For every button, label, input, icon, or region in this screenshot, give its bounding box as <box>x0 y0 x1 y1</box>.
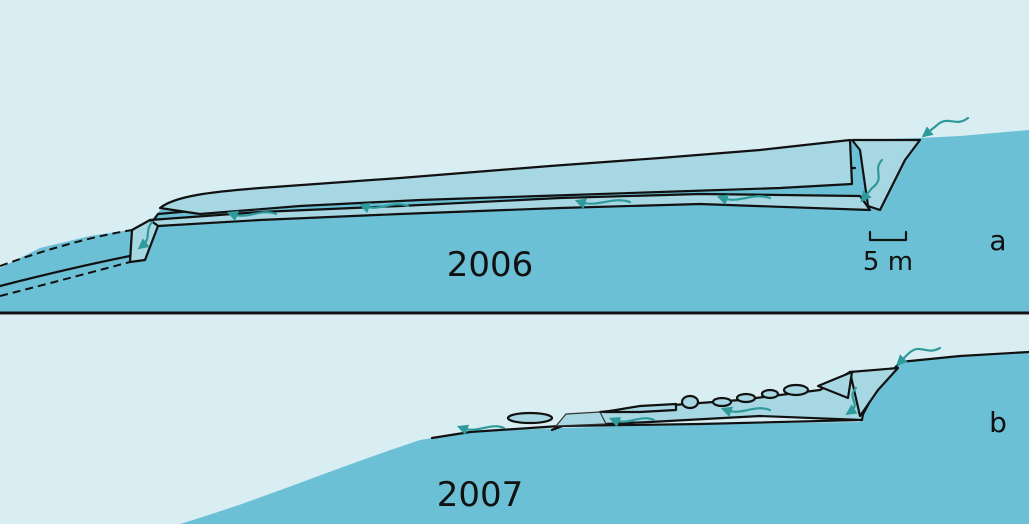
roof-block <box>816 370 854 400</box>
panel-b-year: 2007 <box>437 475 524 515</box>
panel-a-dashed-surface-mid <box>0 254 132 288</box>
scale-bar <box>868 230 908 242</box>
roof-block <box>711 396 733 408</box>
roof-block <box>680 394 700 410</box>
panel-b-collapse-block <box>554 411 607 427</box>
flow-arrow <box>456 424 506 436</box>
panel-a-year: 2006 <box>447 245 534 285</box>
flow-arrow <box>921 116 970 138</box>
panel-b-letter: b <box>989 406 1007 439</box>
flow-arrow <box>358 202 410 214</box>
panel-a-cave-passage <box>158 138 854 216</box>
panel-a-dashed-surface-lower <box>0 261 131 297</box>
flow-arrow <box>720 406 772 418</box>
roof-block <box>602 402 678 414</box>
roof-block <box>782 383 810 397</box>
flow-arrow <box>226 210 278 222</box>
roof-block <box>735 392 757 404</box>
panel-a-lower-passage <box>148 192 872 228</box>
panel-b-shaft <box>848 366 900 418</box>
roof-block <box>760 388 780 400</box>
panel-a: 5 m 2006 a <box>0 0 1029 312</box>
scale-bar-label: 5 m <box>863 247 913 277</box>
flow-arrow <box>896 346 942 366</box>
panel-b-rock <box>180 352 1029 524</box>
flow-arrow <box>716 194 772 205</box>
panel-b: 2007 b <box>0 315 1029 524</box>
flow-arrow <box>137 220 154 250</box>
flow-arrow <box>574 198 632 209</box>
flow-arrow <box>845 386 858 416</box>
roof-block <box>506 411 554 425</box>
panel-a-letter: a <box>989 224 1006 257</box>
flow-arrow <box>860 158 884 203</box>
flow-arrow <box>608 417 656 428</box>
panel-a-dashed-surface-upper <box>0 229 133 267</box>
